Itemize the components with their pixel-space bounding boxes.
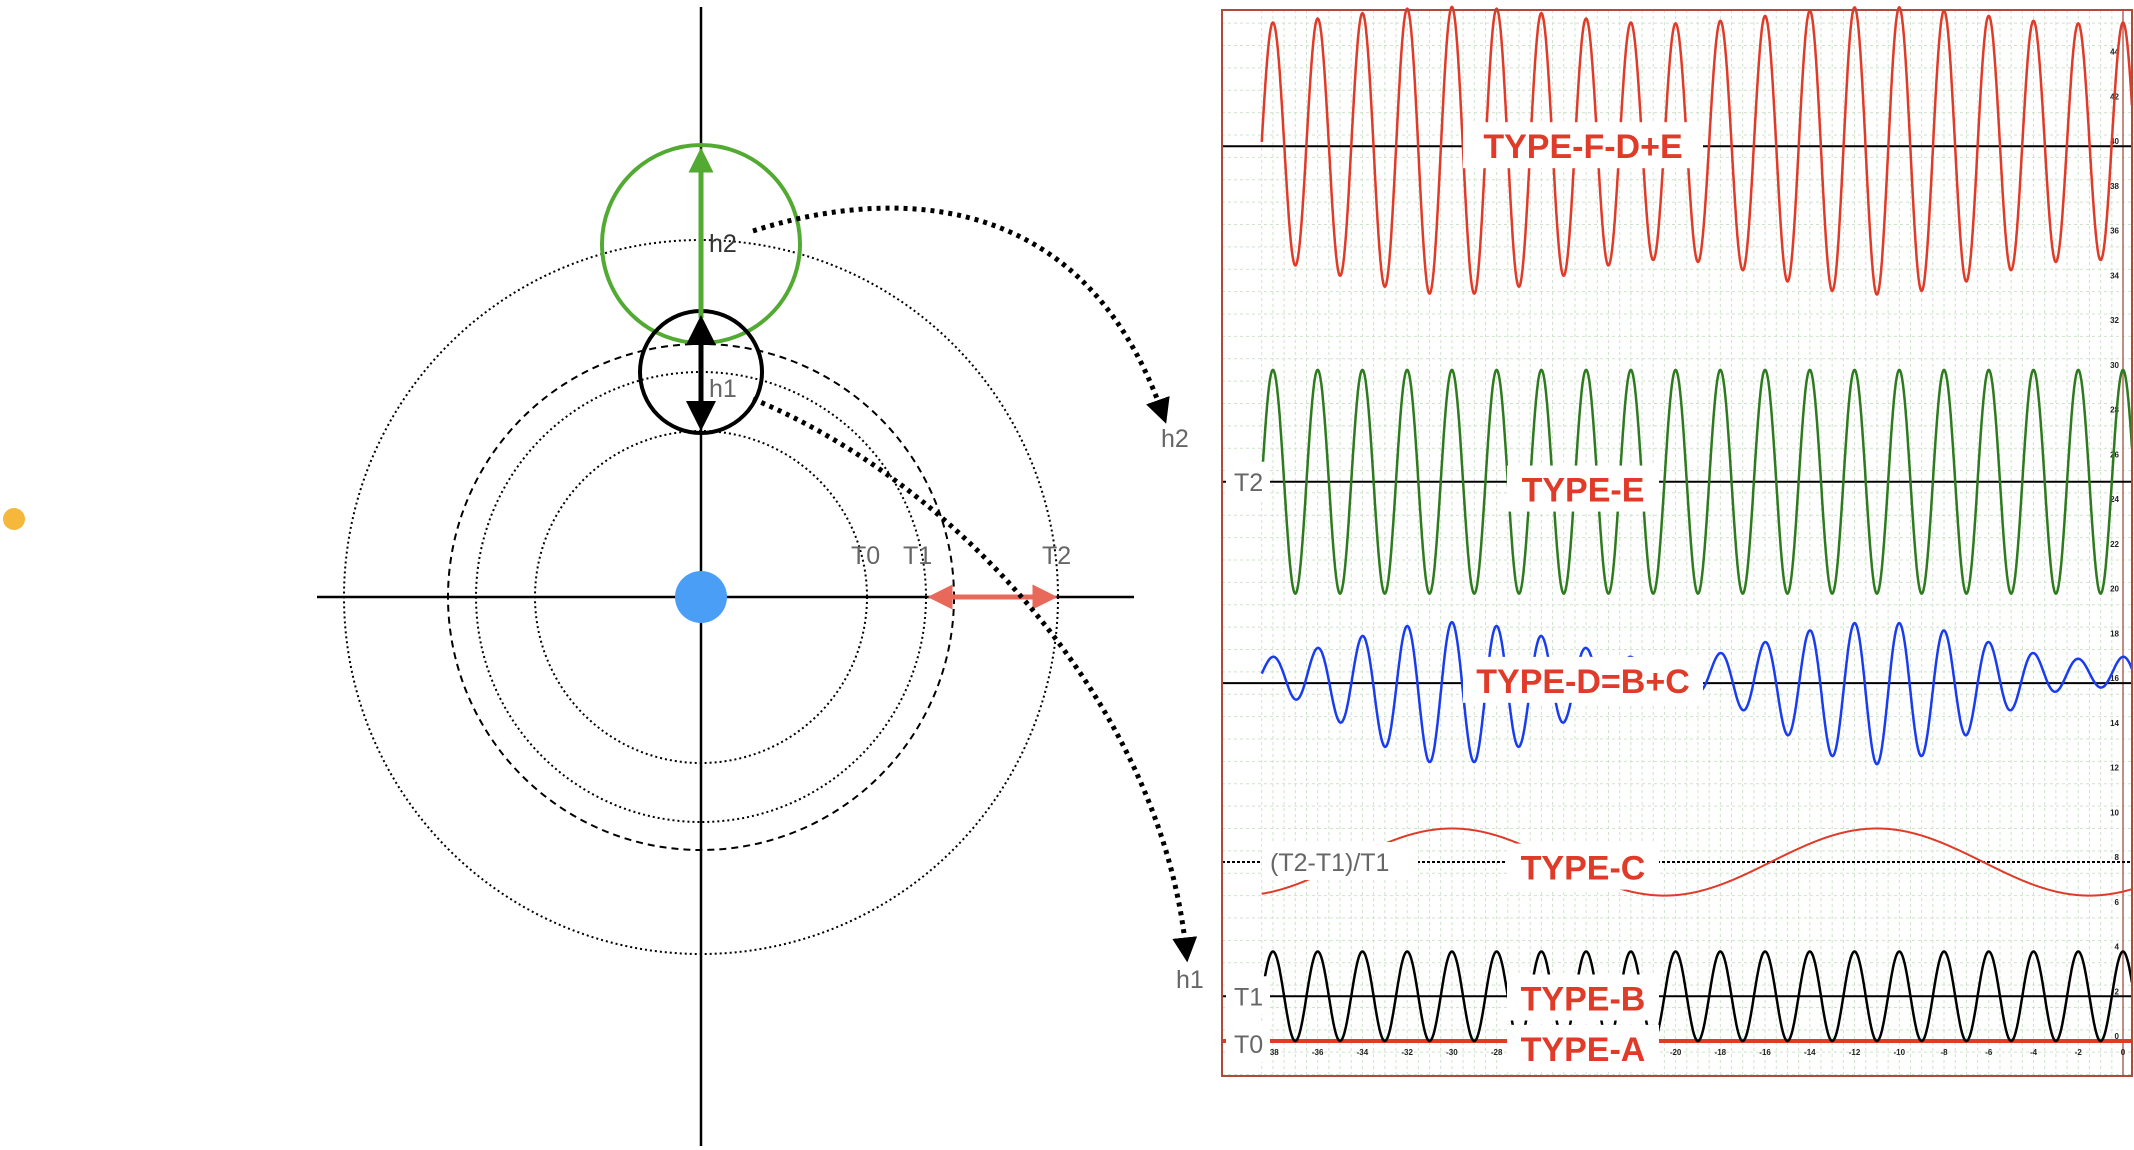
curve-type-c bbox=[1261, 827, 2133, 897]
label-background bbox=[1507, 843, 1659, 890]
curve-type-f-d-e bbox=[1260, 5, 2134, 296]
label-background bbox=[1226, 461, 1270, 500]
series-label: TYPE-F-D+E bbox=[1483, 128, 1682, 166]
h2-target-label: h2 bbox=[1161, 425, 1189, 453]
t1-label: T1 bbox=[903, 542, 932, 570]
series-label: TYPE-C bbox=[1521, 850, 1646, 888]
x-tick-label: -34 bbox=[1357, 1048, 1369, 1057]
x-tick-label: -4 bbox=[2030, 1048, 2038, 1057]
chart-labels: TYPE-A TYPE-B TYPE-C TYPE-D=B+C TYPE-E TYPE-F… bbox=[1226, 122, 1703, 1071]
chart-grid bbox=[1222, 10, 2134, 1076]
y-tick-label: 10 bbox=[2110, 808, 2119, 817]
curve-type-b bbox=[1260, 950, 2134, 1043]
label-background bbox=[1507, 465, 1659, 512]
x-tick-label: -18 bbox=[1715, 1048, 1727, 1057]
x-tick-label: -2 bbox=[2075, 1048, 2083, 1057]
chart-baselines bbox=[1222, 145, 2132, 1043]
y-tick-label: 28 bbox=[2110, 406, 2119, 415]
h1-target-label: h1 bbox=[1176, 966, 1204, 994]
label-background bbox=[1262, 842, 1418, 881]
x-tick-label: -8 bbox=[1940, 1048, 1948, 1057]
series-label: TYPE-E bbox=[1522, 472, 1645, 510]
y-tick-label: 8 bbox=[2115, 853, 2120, 862]
baseline-label: T1 bbox=[1234, 983, 1263, 1011]
x-tick-label: -36 bbox=[1312, 1048, 1324, 1057]
x-tick-label: -6 bbox=[1985, 1048, 1993, 1057]
h2-label: h2 bbox=[709, 230, 737, 258]
y-tick-label: 4 bbox=[2115, 943, 2120, 952]
x-tick-label: -32 bbox=[1401, 1048, 1413, 1057]
x-tick-label: 0 bbox=[2121, 1048, 2126, 1057]
label-background bbox=[1226, 1024, 1270, 1062]
curve-type-e bbox=[1260, 368, 2134, 595]
y-tick-label: 38 bbox=[2110, 182, 2119, 191]
label-background bbox=[1463, 122, 1703, 169]
x-tick-label: -14 bbox=[1804, 1048, 1816, 1057]
y-tick-label: 2 bbox=[2115, 987, 2120, 996]
waveform-chart: -38-36-34-32-30-28-20-18-16-14-12-10-8-6… bbox=[1221, 5, 2134, 1077]
y-tick-label: 6 bbox=[2115, 898, 2120, 907]
x-tick-label: -30 bbox=[1446, 1048, 1458, 1057]
y-tick-label: 32 bbox=[2110, 316, 2119, 325]
y-tick-label: 16 bbox=[2110, 674, 2119, 683]
label-background bbox=[1463, 656, 1703, 703]
t0-label: T0 bbox=[851, 542, 880, 570]
baseline-label: T0 bbox=[1234, 1031, 1263, 1059]
y-tick-label: 0 bbox=[2115, 1032, 2120, 1041]
t2-label: T2 bbox=[1042, 542, 1071, 570]
label-background bbox=[1507, 974, 1659, 1021]
label-background bbox=[1226, 976, 1270, 1015]
h1-mapping-arrow bbox=[752, 396, 1198, 963]
y-tick-label: 26 bbox=[2110, 450, 2119, 459]
series-label: TYPE-B bbox=[1521, 980, 1646, 1018]
h2-mapping-arrow bbox=[752, 205, 1170, 424]
orbit-diagram: h2 h1 T0 T1 T2 h2 h1 bbox=[3, 7, 1204, 1146]
chart-frame bbox=[1221, 9, 2133, 1077]
baseline-label: (T2-T1)/T1 bbox=[1270, 849, 1389, 877]
x-tick-label: -10 bbox=[1894, 1048, 1906, 1057]
orbit-t1 bbox=[475, 371, 927, 823]
y-tick-label: 36 bbox=[2110, 227, 2119, 236]
x-tick-label: -12 bbox=[1849, 1048, 1861, 1057]
baseline-label: T2 bbox=[1234, 469, 1263, 497]
y-tick-label: 20 bbox=[2110, 585, 2119, 594]
y-tick-label: 34 bbox=[2110, 271, 2119, 280]
y-tick-label: 22 bbox=[2110, 540, 2119, 549]
y-tick-label: 40 bbox=[2110, 137, 2119, 146]
series-label: TYPE-A bbox=[1521, 1031, 1646, 1069]
planet-dot bbox=[3, 508, 25, 530]
x-tick-label: -16 bbox=[1759, 1048, 1771, 1057]
h1-label: h1 bbox=[709, 375, 737, 403]
y-tick-label: 18 bbox=[2110, 629, 2119, 638]
label-background bbox=[1507, 1024, 1659, 1071]
y-tick-label: 14 bbox=[2110, 719, 2119, 728]
y-tick-label: 30 bbox=[2110, 361, 2119, 370]
x-tick-label: -20 bbox=[1670, 1048, 1682, 1057]
x-tick-label: -28 bbox=[1491, 1048, 1503, 1057]
y-tick-label: 12 bbox=[2110, 764, 2119, 773]
y-tick-label: 44 bbox=[2110, 48, 2119, 57]
series-label: TYPE-D=B+C bbox=[1476, 663, 1690, 701]
x-tick-label: -38 bbox=[1267, 1048, 1279, 1057]
y-tick-label: 24 bbox=[2110, 495, 2119, 504]
sun-dot bbox=[675, 571, 727, 623]
